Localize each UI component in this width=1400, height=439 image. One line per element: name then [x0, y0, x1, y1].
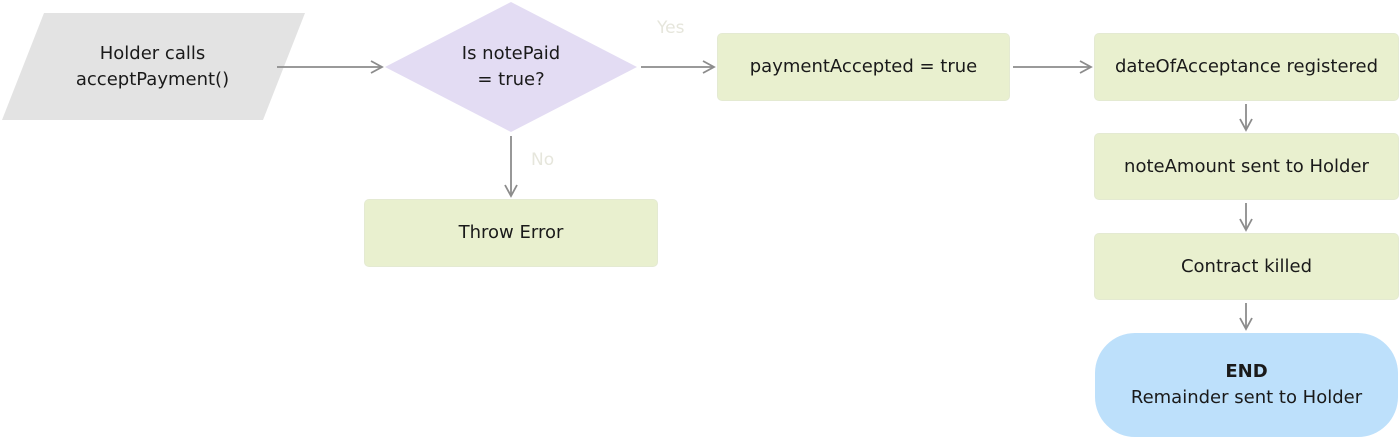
decision-diamond	[385, 2, 637, 132]
contract-killed-node: Contract killed	[1095, 234, 1398, 299]
payment-accepted-node: paymentAccepted = true	[718, 34, 1009, 100]
start-line1: Holder calls	[99, 42, 206, 64]
start-line2: acceptPayment()	[75, 68, 230, 90]
end-node: END Remainder sent to Holder	[1095, 333, 1398, 437]
end-subtitle: Remainder sent to Holder	[1130, 387, 1363, 408]
date-registered-node: dateOfAcceptance registered	[1095, 34, 1398, 100]
payment-accepted-label: paymentAccepted = true	[749, 56, 978, 77]
end-title: END	[1225, 361, 1268, 382]
date-registered-label: dateOfAcceptance registered	[1114, 56, 1379, 77]
decision-line1: Is notePaid	[461, 43, 561, 64]
input-parallelogram	[2, 13, 305, 120]
decision-line2: = true?	[477, 69, 545, 90]
throw-error-label: Throw Error	[458, 222, 564, 243]
yes-label: Yes	[657, 18, 685, 38]
note-amount-node: noteAmount sent to Holder	[1095, 134, 1398, 199]
note-amount-label: noteAmount sent to Holder	[1124, 155, 1369, 177]
start-node-label: Holder calls acceptPayment()	[40, 13, 265, 120]
decision-node-label: Is notePaid = true?	[425, 20, 597, 114]
contract-killed-label: Contract killed	[1180, 255, 1313, 277]
throw-error-node: Throw Error	[365, 200, 657, 266]
no-label: No	[531, 150, 555, 170]
